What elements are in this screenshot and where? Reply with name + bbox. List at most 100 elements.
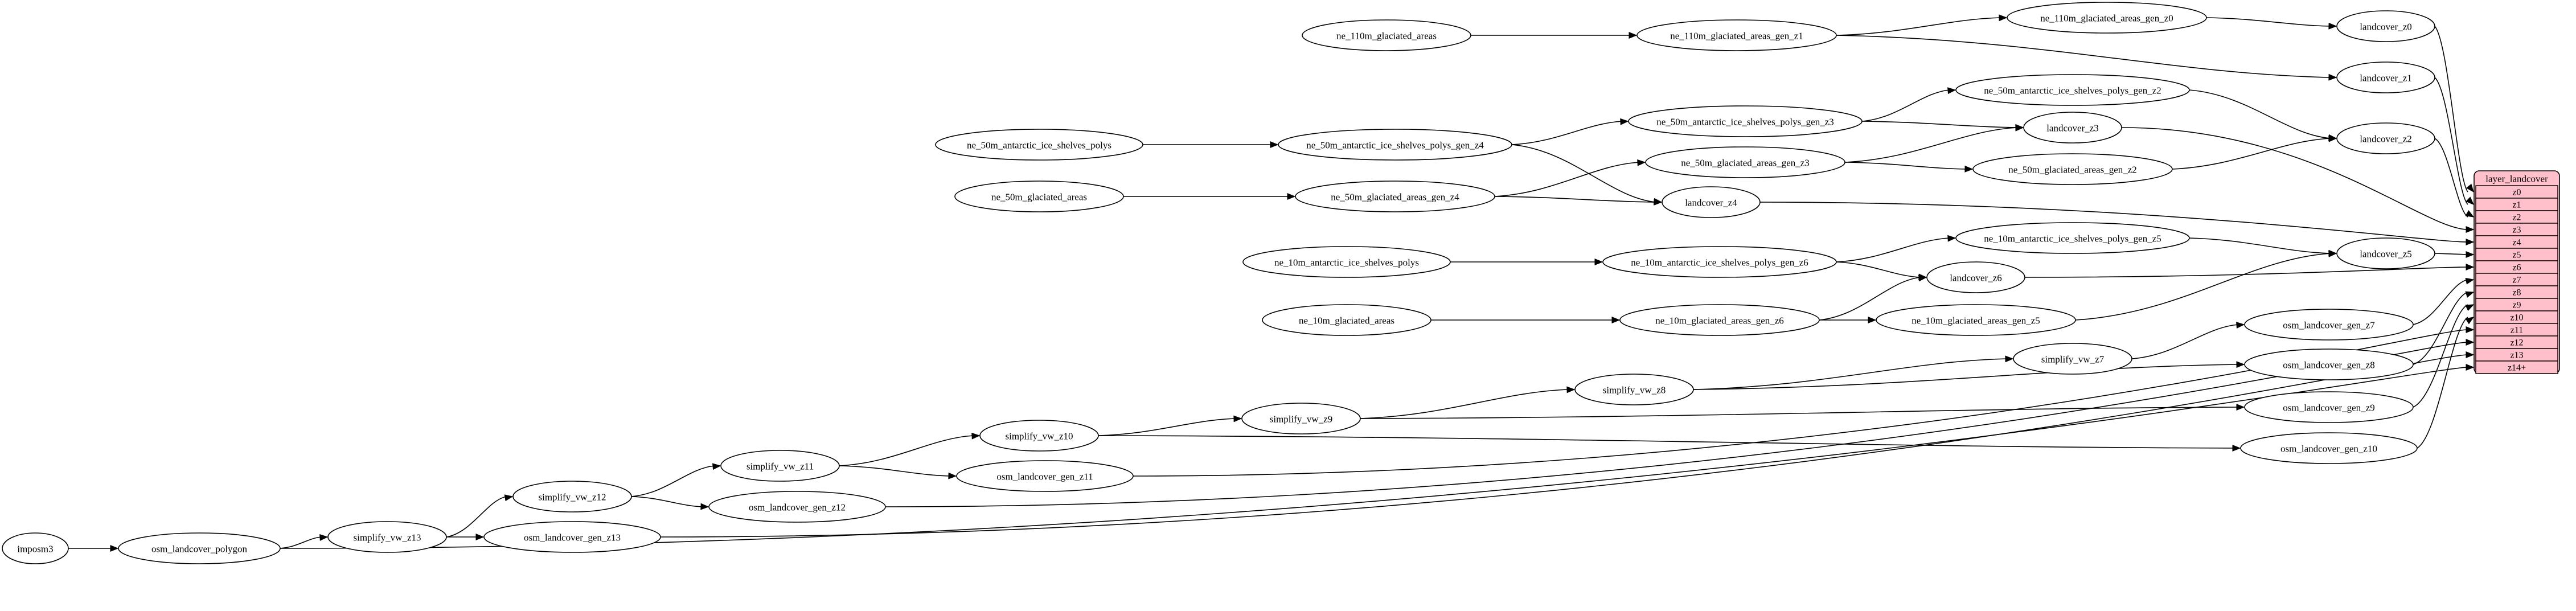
node-ne_50m_glaciated_areas_gen_z4[interactable]: ne_50m_glaciated_areas_gen_z4 [1295,181,1495,212]
edge-path [2024,266,2468,278]
node-ne_50m_glaciated_areas[interactable]: ne_50m_glaciated_areas [954,181,1124,212]
node-simplify_vw_z12[interactable]: simplify_vw_z12 [512,481,632,512]
node-label-ne_10m_glaciated_areas_gen_z5: ne_10m_glaciated_areas_gen_z5 [1912,315,2040,326]
node-ne_50m_antarctic_ice_shelves_polys_gen_z4[interactable]: ne_50m_antarctic_ice_shelves_polys_gen_z… [1278,129,1512,161]
edge-simplify_vw_z12-to-osm_landcover_gen_z12 [631,496,709,510]
table-row-label-z12: z12 [2510,338,2523,348]
node-landcover_z1[interactable]: landcover_z1 [2336,61,2435,93]
edge-path [2075,253,2331,321]
node-osm_landcover_gen_z12[interactable]: osm_landcover_gen_z12 [708,491,886,523]
table-row-label-z3: z3 [2512,225,2521,235]
node-label-landcover_z3: landcover_z3 [2046,123,2099,134]
node-osm_landcover_gen_z10[interactable]: osm_landcover_gen_z10 [2240,432,2418,464]
node-shape-ne_10m_antarctic_ice_shelves_polys_gen_z6 [1602,246,1837,278]
node-ne_10m_glaciated_areas_gen_z6[interactable]: ne_10m_glaciated_areas_gen_z6 [1619,304,1820,336]
node-landcover_z6[interactable]: landcover_z6 [1926,261,2025,293]
edge-arrowhead [1964,165,1974,173]
node-osm_landcover_gen_z7[interactable]: osm_landcover_gen_z7 [2244,309,2414,341]
node-ne_110m_glaciated_areas_gen_z0[interactable]: ne_110m_glaciated_areas_gen_z0 [2007,2,2207,34]
edge-arrowhead [2466,264,2475,270]
edge-ne_50m_antarctic_ice_shelves_polys_gen_z3-to-ne_50m_antarctic_ice_shelves_polys_gen_z2 [1861,87,1956,122]
node-imposm3[interactable]: imposm3 [2,532,69,564]
table-header-label: layer_landcover [2485,174,2548,184]
node-ne_10m_antarctic_ice_shelves_polys[interactable]: ne_10m_antarctic_ice_shelves_polys [1242,246,1451,278]
edge-simplify_vw_z11-to-osm_landcover_gen_z11 [839,465,957,479]
node-ne_50m_glaciated_areas_gen_z2[interactable]: ne_50m_glaciated_areas_gen_z2 [1972,153,2173,185]
node-osm_landcover_polygon[interactable]: osm_landcover_polygon [118,532,281,564]
edge-simplify_vw_z8-to-osm_landcover_gen_z8 [1693,361,2245,390]
edge-ne_50m_antarctic_ice_shelves_polys_gen_z4-to-ne_50m_antarctic_ice_shelves_polys_gen_z3 [1511,118,1629,145]
edge-path [1861,121,2018,128]
edge-simplify_vw_z10-to-simplify_vw_z9 [1098,415,1242,436]
edge-path [839,435,974,466]
edge-arrowhead [1947,87,1956,95]
node-landcover_z2[interactable]: landcover_z2 [2336,122,2435,154]
node-label-landcover_z2: landcover_z2 [2360,134,2412,145]
edge-path [1693,358,2008,390]
node-simplify_vw_z8[interactable]: simplify_vw_z8 [1574,374,1694,405]
node-ne_10m_glaciated_areas_gen_z5[interactable]: ne_10m_glaciated_areas_gen_z5 [1876,304,2076,336]
node-label-simplify_vw_z10: simplify_vw_z10 [1006,431,1073,442]
node-label-ne_50m_glaciated_areas_gen_z2: ne_50m_glaciated_areas_gen_z2 [2008,165,2137,175]
node-simplify_vw_z7[interactable]: simplify_vw_z7 [2013,343,2132,375]
node-ne_10m_antarctic_ice_shelves_polys_gen_z5[interactable]: ne_10m_antarctic_ice_shelves_polys_gen_z… [1955,222,2190,254]
node-shape-imposm3 [2,532,69,564]
node-simplify_vw_z9[interactable]: simplify_vw_z9 [1241,403,1361,434]
node-osm_landcover_gen_z11[interactable]: osm_landcover_gen_z11 [956,460,1134,492]
edge-path [885,342,2468,507]
edge-path [1494,162,1640,197]
node-ne_10m_antarctic_ice_shelves_polys_gen_z6[interactable]: ne_10m_antarctic_ice_shelves_polys_gen_z… [1602,246,1837,278]
edge-path [1360,389,1569,419]
edge-arrowhead [1918,274,1927,282]
node-landcover_z5[interactable]: landcover_z5 [2336,237,2435,269]
edge-arrowhead [2466,326,2475,333]
node-landcover_z0[interactable]: landcover_z0 [2336,10,2435,42]
node-shape-osm_landcover_gen_z9 [2244,391,2414,423]
edge-path [1844,127,2018,163]
node-ne_110m_glaciated_areas[interactable]: ne_110m_glaciated_areas [1302,19,1471,51]
edge-path [280,536,322,549]
node-ne_50m_antarctic_ice_shelves_polys_gen_z2[interactable]: ne_50m_antarctic_ice_shelves_polys_gen_z… [1955,74,2190,106]
edge-path [631,465,715,497]
edge-osm_landcover_gen_z9-to-layer_landcover.z9 [2413,304,2475,408]
node-ne_50m_antarctic_ice_shelves_polys_gen_z3[interactable]: ne_50m_antarctic_ice_shelves_polys_gen_z… [1628,105,1863,137]
node-osm_landcover_gen_z9[interactable]: osm_landcover_gen_z9 [2244,391,2414,423]
node-shape-simplify_vw_z9 [1241,403,1361,434]
node-ne_110m_glaciated_areas_gen_z1[interactable]: ne_110m_glaciated_areas_gen_z1 [1636,19,1837,51]
node-ne_10m_glaciated_areas[interactable]: ne_10m_glaciated_areas [1262,304,1431,336]
node-label-ne_110m_glaciated_areas_gen_z0: ne_110m_glaciated_areas_gen_z0 [2040,13,2173,24]
node-landcover_z3[interactable]: landcover_z3 [2023,112,2122,143]
edge-simplify_vw_z7-to-osm_landcover_gen_z7 [2131,322,2245,359]
edge-osm_landcover_gen_z11-to-layer_landcover.z11 [1133,326,2475,477]
node-ne_50m_antarctic_ice_shelves_polys[interactable]: ne_50m_antarctic_ice_shelves_polys [935,129,1143,161]
node-shape-ne_50m_antarctic_ice_shelves_polys_gen_z4 [1278,129,1512,161]
edge-ne_10m_glaciated_areas_gen_z5-to-landcover_z5 [2075,250,2337,321]
edge-landcover_z5-to-layer_landcover.z5 [2434,251,2475,258]
edge-arrowhead [1611,317,1621,323]
node-ne_50m_glaciated_areas_gen_z3[interactable]: ne_50m_glaciated_areas_gen_z3 [1645,146,1845,178]
node-osm_landcover_gen_z8[interactable]: osm_landcover_gen_z8 [2244,348,2414,380]
edge-arrowhead [1999,14,2008,22]
edge-arrowhead [2466,251,2475,258]
node-simplify_vw_z13[interactable]: simplify_vw_z13 [327,521,447,553]
node-simplify_vw_z10[interactable]: simplify_vw_z10 [979,420,1099,452]
table-row-label-z8: z8 [2512,288,2521,298]
node-label-ne_50m_antarctic_ice_shelves_polys: ne_50m_antarctic_ice_shelves_polys [967,140,1111,151]
node-shape-landcover_z0 [2336,10,2435,42]
edge-arrowhead [2005,355,2014,363]
edge-arrowhead [2328,135,2337,142]
node-label-ne_110m_glaciated_areas: ne_110m_glaciated_areas [1336,31,1437,42]
layer-landcover-table: layer_landcoverz0z1z2z3z4z5z6z7z8z9z10z1… [2474,170,2560,374]
table-row-cell-z14+[interactable] [2475,360,2558,374]
node-osm_landcover_gen_z13[interactable]: osm_landcover_gen_z13 [483,521,661,553]
table-row-label-z2: z2 [2512,213,2521,223]
node-label-ne_50m_antarctic_ice_shelves_polys_gen_z4: ne_50m_antarctic_ice_shelves_polys_gen_z… [1306,140,1484,151]
node-landcover_z4[interactable]: landcover_z4 [1662,186,1761,218]
node-simplify_vw_z11[interactable]: simplify_vw_z11 [720,450,840,482]
edge-osm_landcover_polygon-to-layer_landcover.z14+ [280,364,2475,549]
edge-path [1836,237,1950,263]
edge-osm_landcover_polygon-to-simplify_vw_z13 [280,534,329,549]
node-label-ne_10m_glaciated_areas_gen_z6: ne_10m_glaciated_areas_gen_z6 [1655,315,1784,326]
node-label-ne_10m_antarctic_ice_shelves_polys: ne_10m_antarctic_ice_shelves_polys [1274,257,1419,268]
